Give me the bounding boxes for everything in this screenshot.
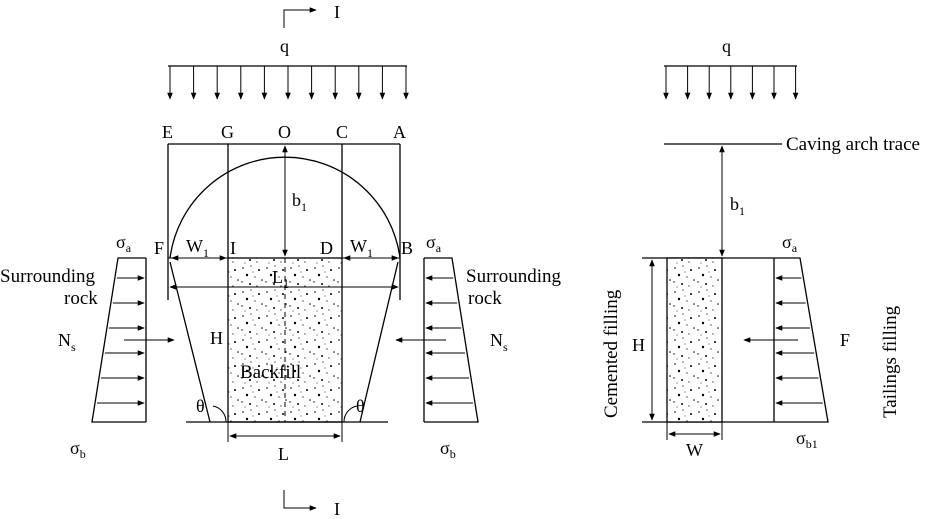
theta-label-left: θ bbox=[196, 396, 205, 416]
left-load-label: q bbox=[280, 36, 289, 56]
cemented-fill-block bbox=[666, 257, 723, 423]
cemented-filling-label: Cemented filling bbox=[601, 289, 622, 418]
point-f: F bbox=[154, 238, 164, 258]
section-marker-bottom: I bbox=[283, 490, 340, 519]
backfill-label: Backfill bbox=[240, 362, 301, 383]
w-label: W bbox=[686, 440, 703, 460]
h-label-left: H bbox=[210, 328, 223, 348]
tailings-filling-label: Tailings filling bbox=[880, 305, 901, 418]
slope-left bbox=[169, 261, 211, 423]
left-pressure-arrows bbox=[97, 275, 145, 406]
theta-arc-left bbox=[212, 405, 227, 423]
sigma-b-right: σb bbox=[440, 438, 456, 461]
b1-label-left: b1 bbox=[292, 190, 307, 214]
right-load-arrows bbox=[663, 66, 799, 100]
section-marker-top: I bbox=[283, 2, 340, 28]
sigma-b-left: σb bbox=[70, 438, 86, 461]
right-load-label: q bbox=[722, 36, 731, 56]
tailings-pressure-arrows bbox=[775, 275, 823, 406]
caving-arch-trace-label: Caving arch trace bbox=[786, 134, 920, 155]
tailings-pressure-diagram bbox=[773, 257, 829, 423]
right-pressure-arrows bbox=[425, 275, 473, 406]
w1-label-left: W1 bbox=[186, 236, 209, 260]
theta-label-right: θ bbox=[356, 396, 365, 416]
sigma-b1-tailings: σb1 bbox=[796, 428, 818, 451]
ns-label-right: Ns bbox=[490, 330, 508, 354]
point-d: D bbox=[320, 238, 333, 258]
point-i: I bbox=[230, 238, 236, 258]
point-e: E bbox=[162, 122, 173, 142]
left-distributed-load: q bbox=[167, 36, 409, 100]
surrounding-rock-left-line2: rock bbox=[64, 288, 98, 309]
surrounding-rock-left-line1: Surrounding bbox=[0, 266, 96, 287]
ns-label-left: Ns bbox=[58, 330, 76, 354]
point-o: O bbox=[278, 122, 291, 142]
point-b: B bbox=[401, 238, 413, 258]
slope-right bbox=[359, 261, 399, 423]
sigma-a-right: σa bbox=[426, 232, 442, 255]
sigma-a-left: σa bbox=[116, 232, 132, 255]
sigma-a-tailings: σa bbox=[782, 232, 798, 255]
section-label-bottom: I bbox=[334, 499, 340, 519]
b1-label-right: b1 bbox=[730, 194, 745, 218]
left-load-arrows bbox=[167, 66, 409, 100]
h-label-right: H bbox=[632, 335, 645, 355]
right-distributed-load: q bbox=[663, 36, 799, 100]
surrounding-rock-right-line1: Surrounding bbox=[466, 266, 562, 287]
f-label: F bbox=[840, 330, 850, 350]
section-label-top: I bbox=[334, 2, 340, 22]
w1-label-right: WW1 bbox=[350, 236, 373, 260]
l1-label: L1 bbox=[272, 267, 289, 291]
point-c: C bbox=[336, 122, 348, 142]
point-a: A bbox=[393, 122, 406, 142]
l-label: L bbox=[278, 444, 289, 464]
theta-arc-right bbox=[343, 405, 358, 423]
point-g: G bbox=[221, 122, 234, 142]
surrounding-rock-right-line2: rock bbox=[468, 288, 502, 309]
